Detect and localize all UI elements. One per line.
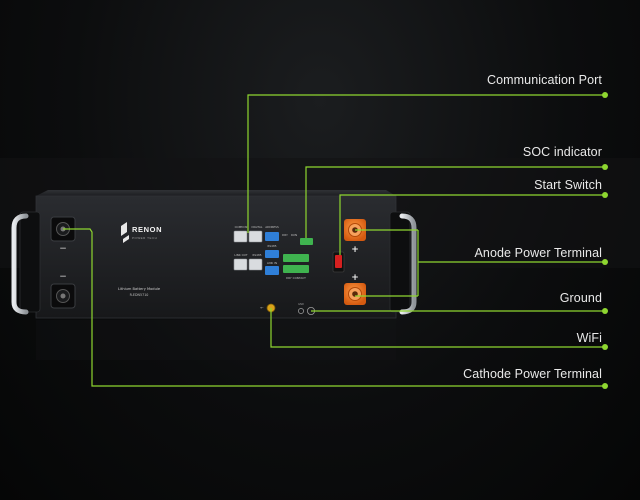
wifi-arrow-icon: ← — [260, 305, 264, 310]
rj45-port-3 — [233, 258, 248, 271]
soc-indicator-block — [300, 238, 313, 245]
ground-symbol-icon — [298, 308, 304, 314]
brand-name: RENON — [132, 225, 162, 234]
dry-contact-block-1 — [283, 254, 309, 262]
callout-cathode-terminal: Cathode Power Terminal — [463, 367, 602, 381]
callout-wifi: WiFi — [576, 331, 602, 345]
anode-terminal-bottom — [344, 283, 366, 305]
callout-soc-indicator: SOC indicator — [522, 145, 602, 159]
module-model: R-EDN5710 — [130, 293, 149, 297]
callout-dots — [602, 92, 608, 389]
rj45-port-1 — [233, 230, 248, 243]
port-label-dry: DRY — [282, 233, 288, 237]
port-label-run: RUN — [291, 233, 297, 237]
right-rack-ear — [389, 211, 411, 313]
dry-contact-block-2 — [283, 265, 309, 273]
port-label-rs485-b: RS485 — [267, 244, 276, 248]
port-label-rs485-a: RS485 — [252, 253, 261, 257]
port-label-gnd: GND — [298, 302, 304, 306]
dip-switch-2 — [265, 250, 279, 258]
callout-anode-terminal: Anode Power Terminal — [474, 246, 602, 260]
start-switch-rocker — [335, 255, 342, 268]
cathode-sign-bottom: − — [59, 272, 67, 282]
dot-ground — [602, 308, 608, 314]
anode-sign-top: + — [351, 245, 359, 255]
leader-start-switch — [339, 194, 605, 255]
rj45-port-4 — [248, 258, 263, 271]
dot-anode — [602, 259, 608, 265]
battery-module: − − RENON POWER TECH Lithium Battery Mod… — [11, 190, 417, 360]
anode-sign-bottom: + — [351, 273, 359, 283]
dot-cathode — [602, 383, 608, 389]
rj45-port-2 — [248, 230, 263, 243]
leader-communication-port — [247, 94, 605, 233]
callout-start-switch: Start Switch — [534, 178, 602, 192]
cathode-terminal-bottom — [50, 283, 76, 309]
renon-logo — [121, 222, 129, 243]
dot-soc-indicator — [602, 164, 608, 170]
left-handle — [11, 213, 29, 315]
callout-ground: Ground — [559, 291, 602, 305]
brand-tagline: POWER TECH — [132, 236, 157, 240]
cathode-sign-top: − — [59, 244, 67, 254]
left-rack-ear — [19, 211, 41, 313]
port-label-link-out: LINK OUT — [234, 253, 247, 257]
port-label-comm-in: COMM IN — [235, 225, 248, 229]
callout-communication-port: Communication Port — [486, 73, 602, 87]
port-label-digital: DIGITAL — [252, 225, 263, 229]
port-label-link-in: LINK IN — [267, 261, 277, 265]
port-label-dry-contact: DRY CONTACT — [286, 276, 306, 280]
dot-communication-port — [602, 92, 608, 98]
callout-lines — [63, 94, 605, 387]
port-label-address: ADDRESS — [265, 225, 279, 229]
dot-start-switch — [602, 192, 608, 198]
leader-soc-indicator — [305, 166, 605, 238]
leader-wifi — [270, 308, 605, 348]
dip-switch-1 — [265, 232, 279, 241]
dot-wifi — [602, 344, 608, 350]
dip-switch-3 — [265, 266, 279, 275]
chassis-reflection — [36, 320, 396, 360]
module-title: Lithium Battery Module — [118, 287, 161, 291]
leader-cathode — [63, 228, 605, 387]
